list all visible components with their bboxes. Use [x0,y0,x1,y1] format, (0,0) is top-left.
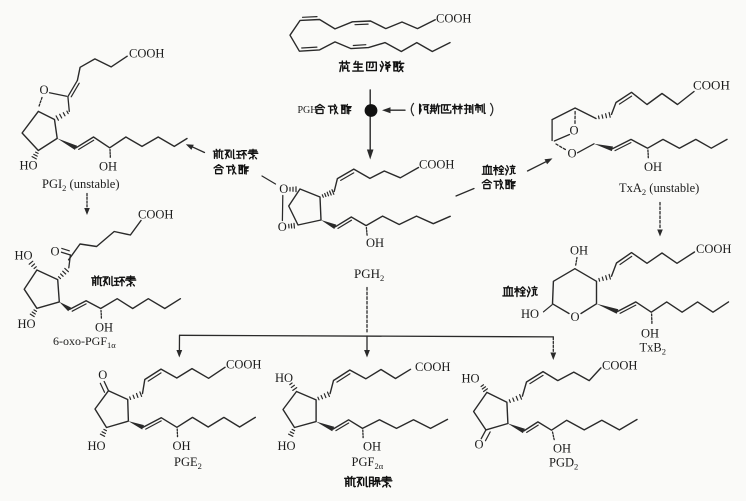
svg-text:OH: OH [553,442,571,456]
svg-text:COOH: COOH [415,360,450,374]
svg-text:COOH: COOH [129,47,164,61]
svg-text:O: O [278,220,287,234]
svg-text:COOH: COOH [693,78,730,93]
svg-text:OH: OH [99,160,117,174]
svg-text:OH: OH [95,321,113,335]
svg-text:TxA2 (unstable): TxA2 (unstable) [619,181,699,197]
svg-text:O: O [475,438,484,452]
svg-text:OH: OH [644,160,662,174]
svg-text:HO: HO [278,439,296,453]
svg-text:6-oxo-PGF1α: 6-oxo-PGF1α [53,334,116,350]
svg-text:O: O [568,147,577,161]
svg-text:OH: OH [570,244,588,258]
svg-text:PGH: PGH [298,105,318,116]
svg-text:HO: HO [18,317,36,331]
svg-text:PGD2: PGD2 [549,456,578,472]
svg-text:TxB2: TxB2 [640,341,666,357]
svg-text:HO: HO [521,307,539,321]
svg-text:HO: HO [88,439,106,453]
svg-text:O: O [40,83,49,97]
svg-text:HO: HO [275,371,293,385]
svg-text:PGH2: PGH2 [354,266,384,283]
svg-text:O: O [279,182,288,196]
svg-text:O: O [98,368,107,382]
svg-text:COOH: COOH [138,208,173,222]
svg-text:OH: OH [363,440,381,454]
svg-text:HO: HO [462,372,480,386]
svg-text:COOH: COOH [436,12,471,26]
svg-text:COOH: COOH [602,359,637,373]
svg-text:O: O [51,245,60,259]
svg-text:OH: OH [173,439,191,453]
svg-text:PGI2 (unstable): PGI2 (unstable) [42,177,120,193]
svg-text:HO: HO [20,159,38,173]
svg-text:OH: OH [641,327,659,341]
svg-text:COOH: COOH [696,242,731,256]
svg-text:PGE2: PGE2 [174,455,202,471]
svg-text:O: O [571,310,580,324]
svg-text:O: O [570,124,579,138]
svg-text:OH: OH [366,236,384,250]
svg-text:COOH: COOH [419,158,454,172]
svg-text:HO: HO [15,249,33,263]
svg-text:COOH: COOH [226,358,261,372]
